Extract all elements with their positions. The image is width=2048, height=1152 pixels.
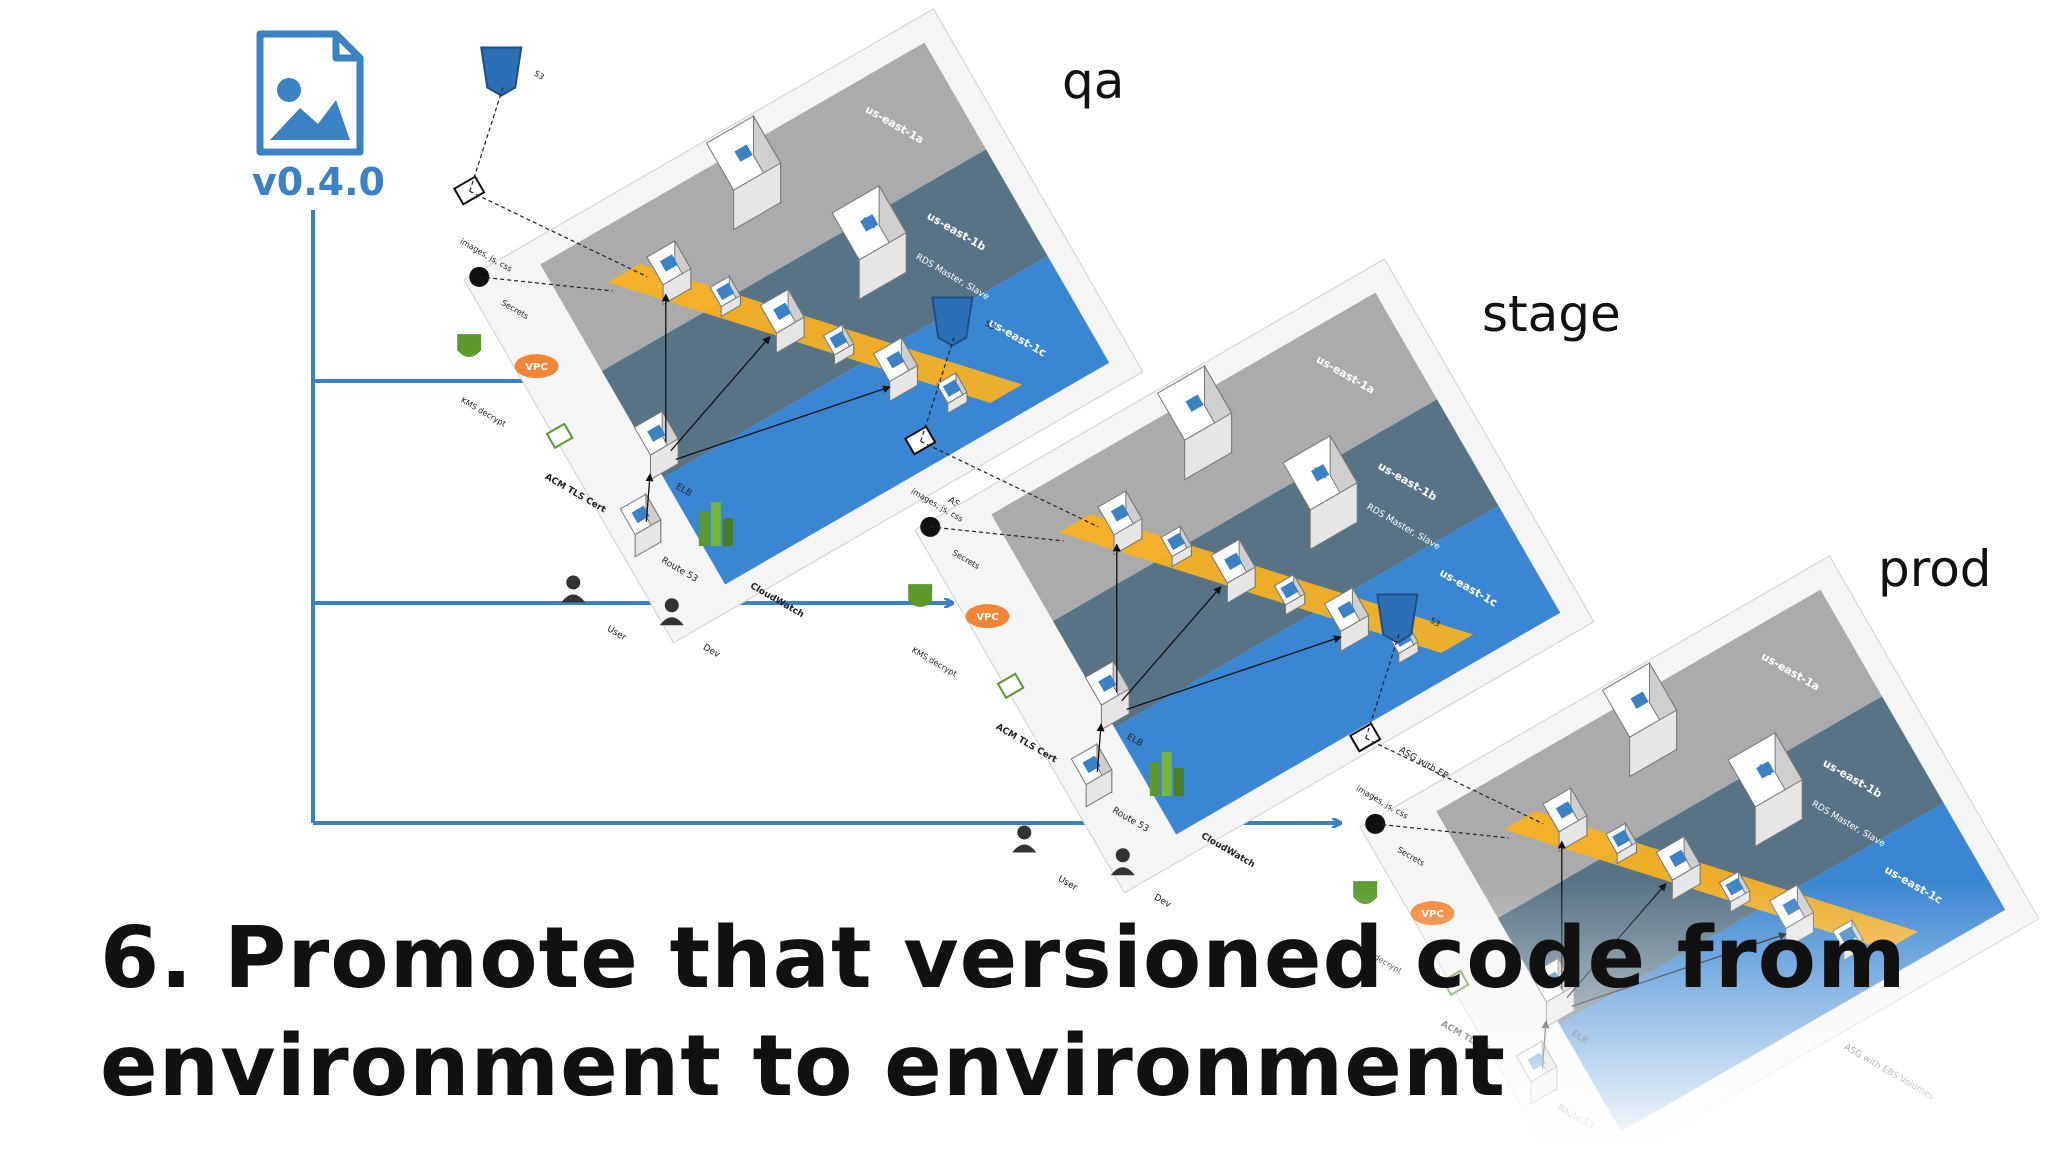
cloudwatch-icon (698, 502, 733, 547)
svg-text:M: M (1313, 466, 1327, 482)
svg-text:S: S (1190, 396, 1200, 412)
ebs-volume (709, 274, 742, 318)
vpc-icon (514, 354, 559, 379)
fade-overlay (1340, 880, 2048, 1152)
kms-shield-icon (908, 584, 933, 608)
user-label: User (605, 624, 628, 643)
dev-label: Dev (701, 643, 722, 661)
svg-text:M: M (862, 216, 876, 232)
headline-line-1: 6. Promote that versioned code from (100, 909, 1907, 1008)
ebs-volume (822, 322, 855, 366)
traffic-band (607, 263, 1023, 403)
zone-us-east-1b (1052, 399, 1499, 728)
svg-text:M: M (1758, 763, 1772, 779)
app-server (1323, 585, 1370, 653)
rds-master: M (1727, 730, 1803, 848)
app-server (1097, 489, 1143, 556)
app-server (872, 335, 919, 403)
acm-cert-icon (996, 672, 1025, 700)
s3-label: S3 (532, 69, 545, 82)
vpc-label: VPC (976, 612, 998, 623)
kms-shield-icon (457, 334, 482, 358)
dev-icon (659, 617, 684, 626)
vpc-label: VPC (525, 362, 547, 373)
s3-bucket-icon (1376, 593, 1419, 644)
env-title-prod: prod (1878, 540, 1992, 598)
kms-label: KMS decrypt (459, 396, 507, 429)
vpc-icon (965, 604, 1010, 629)
app-server (759, 287, 805, 354)
assets-icon (1348, 722, 1382, 753)
env-title-qa: qa (1062, 52, 1125, 110)
cloudwatch-icon (1149, 752, 1184, 797)
traffic-band (1058, 513, 1474, 653)
route53-icon (619, 492, 662, 558)
env-title-stage: stage (1482, 285, 1621, 343)
user-icon (1012, 844, 1037, 853)
s3-label: S3 (983, 319, 996, 332)
ebs-volume (1273, 572, 1306, 616)
zone-us-east-1b (601, 149, 1048, 478)
app-server (1542, 786, 1588, 853)
kms-label: KMS decrypt (910, 646, 958, 679)
user-label: User (1056, 874, 1079, 893)
cloudwatch-label: CloudWatch (1199, 831, 1256, 870)
s3-label: S3 (1428, 616, 1441, 629)
ebs-volume (1605, 821, 1638, 865)
app-server (1210, 537, 1256, 604)
headline-line-2: environment to environment (100, 1017, 1507, 1116)
s3-bucket-icon (931, 296, 974, 347)
dev-icon (1110, 867, 1135, 876)
assets-icon (452, 175, 486, 206)
user-icon (561, 594, 586, 603)
rds-standby: S (1156, 364, 1233, 481)
route53-icon (1070, 742, 1113, 808)
s3-bucket-icon (480, 46, 523, 97)
zone-us-east-1c (1114, 506, 1561, 835)
headline: 6. Promote that versioned code from envi… (100, 905, 2000, 1121)
version-label: v0.4.0 (252, 160, 385, 204)
rds-standby: S (1601, 661, 1678, 778)
ebs-volume (1160, 524, 1193, 568)
app-server (646, 239, 692, 306)
assets-icon (903, 425, 937, 456)
rds-master: M (1282, 433, 1358, 551)
svg-text:S: S (739, 146, 749, 162)
acm-cert-icon (545, 422, 574, 450)
rds-standby: S (705, 114, 782, 231)
image-file-icon (256, 30, 364, 156)
rds-master: M (831, 183, 907, 301)
zone-us-east-1c (663, 256, 1110, 585)
svg-text:S: S (1635, 693, 1645, 709)
cloudwatch-label: CloudWatch (748, 581, 805, 620)
ebs-volume (936, 371, 968, 415)
